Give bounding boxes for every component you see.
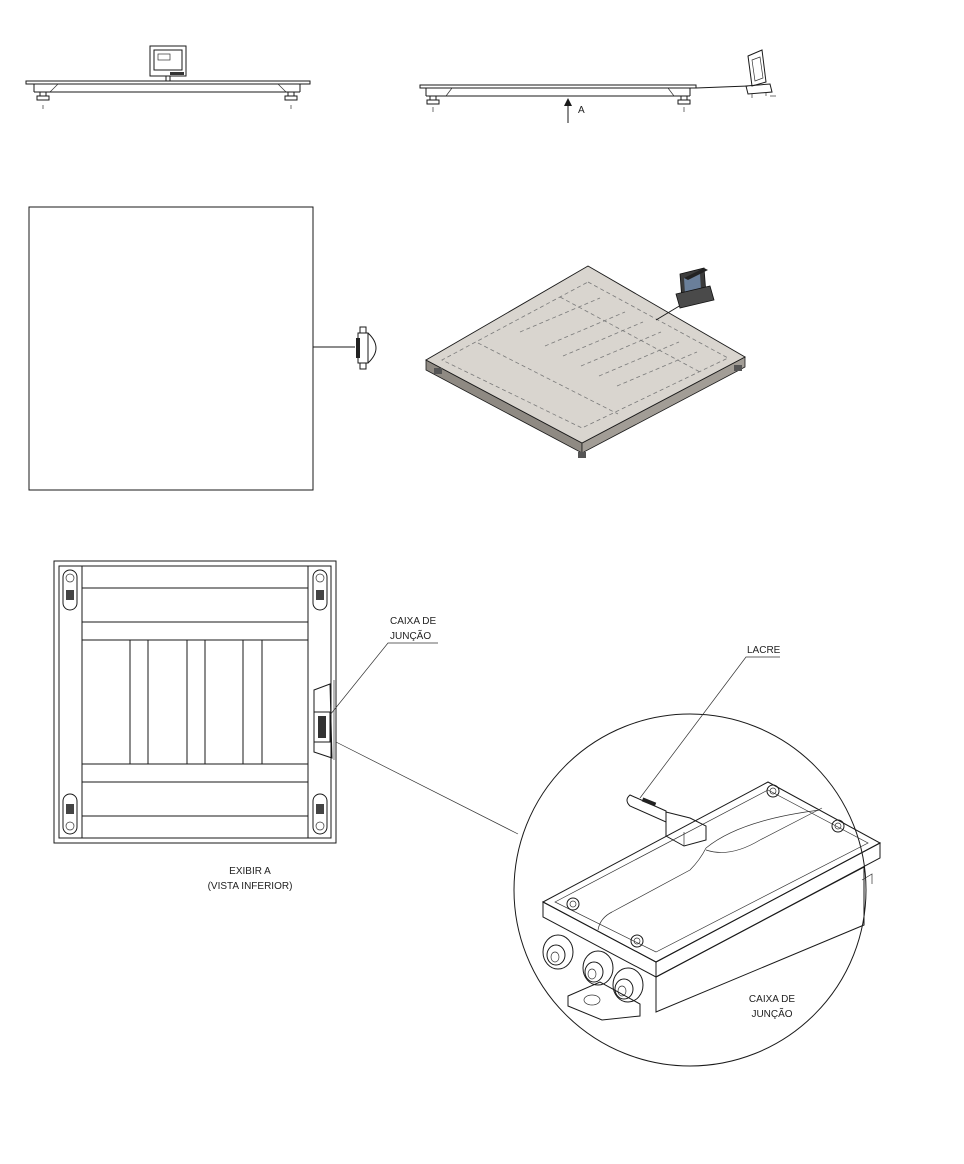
- indicator-front: [149, 45, 187, 81]
- top-view: [28, 206, 377, 491]
- detail-box-label-line1: CAIXA DE: [749, 994, 795, 1005]
- side-view: A: [419, 49, 776, 123]
- junction-box-bottom: [313, 680, 335, 760]
- section-arrow-label: A: [578, 105, 585, 116]
- cable-gland-1: [542, 934, 574, 970]
- foot-slot-br: [312, 793, 328, 835]
- cable-gland-2: [582, 950, 614, 986]
- seal-label: LACRE: [747, 645, 781, 656]
- seal: [626, 794, 707, 847]
- junction-box-top: [356, 326, 377, 370]
- foot-slot-tr: [312, 569, 328, 611]
- view-title-line1: EXIBIR A: [229, 866, 271, 877]
- detail-view: LACRE CAIXA DE JUNÇÃO: [513, 645, 882, 1067]
- isometric-view: [425, 265, 746, 458]
- foot-slot-bl: [62, 793, 78, 835]
- platform-deck: [425, 265, 746, 444]
- bottom-view: CAIXA DE JUNÇÃO EXIBIR A (VISTA INFERIOR…: [53, 560, 519, 892]
- front-view: [25, 45, 311, 109]
- cable-gland-3: [612, 967, 644, 1003]
- detail-box-label-line2: JUNÇÃO: [751, 1007, 792, 1020]
- indicator-iso: [675, 267, 715, 309]
- indicator-side: [745, 49, 776, 98]
- junction-box-label-line2: JUNÇÃO: [390, 629, 431, 642]
- junction-box-label-line1: CAIXA DE: [390, 616, 436, 627]
- foot-slot-tl: [62, 569, 78, 611]
- section-arrow-a: A: [564, 98, 585, 123]
- view-title-line2: (VISTA INFERIOR): [208, 881, 293, 892]
